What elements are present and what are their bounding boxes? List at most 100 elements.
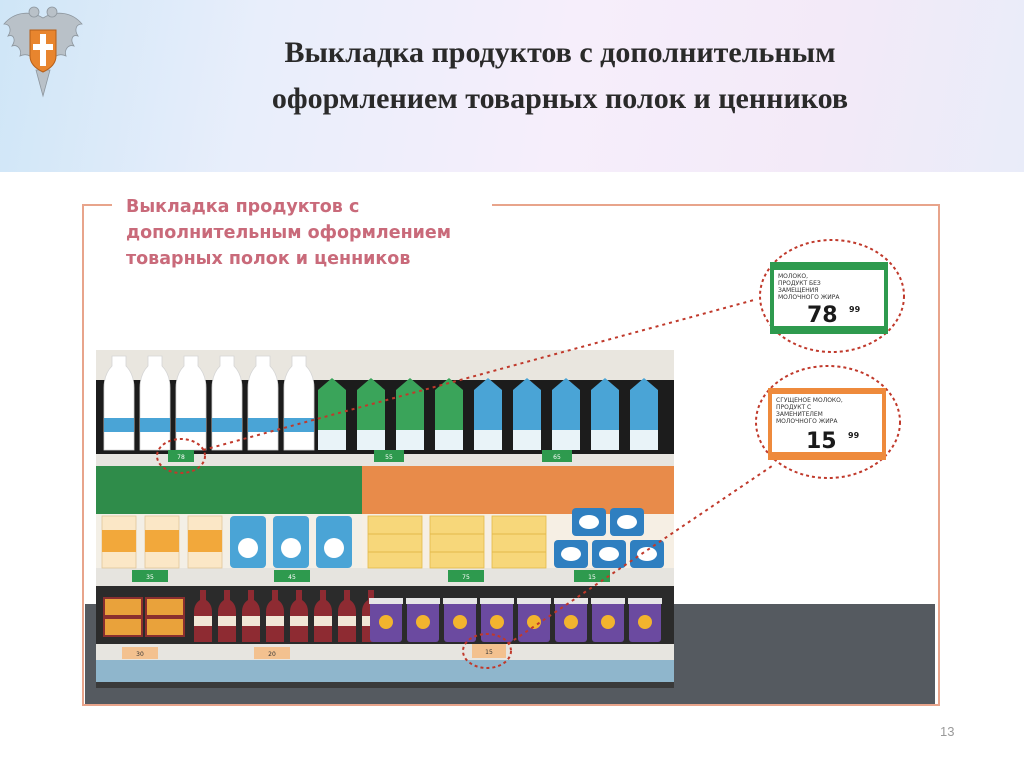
shelf-tag-mid-3: 75 — [448, 570, 484, 582]
callout-milk-tag-body — [774, 270, 884, 326]
shelf-tag-mid-4: 15 — [574, 570, 610, 582]
drink-bottle-label — [266, 616, 284, 626]
coat-of-arms-emblem — [3, 6, 83, 98]
shelf-tag-top-1-price: 78 — [177, 454, 185, 461]
milk-bottle-label — [176, 418, 206, 432]
milk-carton-label — [630, 430, 658, 450]
condensed-milk-label — [638, 615, 652, 629]
condensed-milk-lid — [517, 598, 551, 604]
shelf-tag-mid-1: 35 — [132, 570, 168, 582]
condensed-milk-label — [527, 615, 541, 629]
slide-title-line-1: Выкладка продуктов с дополнительным — [284, 36, 836, 69]
cheese-tub-label — [561, 547, 581, 561]
cheese-box — [103, 597, 143, 617]
figure-frame — [82, 204, 940, 706]
callout-milk-line-3: ЗАМЕЩЕНИЯ — [778, 287, 818, 294]
shelf-tag-top-2-price: 55 — [385, 454, 393, 461]
cheese-tub-label — [599, 547, 619, 561]
yogurt-jar-label — [238, 538, 258, 558]
condensed-milk-label — [379, 615, 393, 629]
figure-title-line-2: дополнительным оформлением — [126, 223, 452, 243]
shelf-tag-bottom-3-price: 15 — [485, 649, 493, 656]
cartons-group — [318, 378, 658, 450]
condensed-milk-label — [416, 615, 430, 629]
drink-bottle-label — [290, 616, 308, 626]
callout-condensed-tag-body — [772, 394, 882, 452]
milk-bottles-group — [103, 355, 315, 451]
shelf-tag-mid-4-price: 15 — [588, 574, 596, 581]
figure-frame-top-left — [82, 204, 112, 206]
figure-title-line-1: Выкладка продуктов с — [126, 197, 360, 217]
milk-bottle — [139, 355, 171, 451]
cheese-tub-label — [637, 547, 657, 561]
shelf-plinth — [96, 682, 674, 688]
milk-carton-label — [591, 430, 619, 450]
butter-pack — [491, 515, 547, 569]
condensed-milk-lid — [591, 598, 625, 604]
shelf-tag-top-3-price: 65 — [553, 454, 561, 461]
condensed-milk-label — [601, 615, 615, 629]
shelf-row-2-edge — [96, 568, 674, 586]
callout-milk-price-tag: МОЛОКО, ПРОДУКТ БЕЗ ЗАМЕЩЕНИЯ МОЛОЧНОГО … — [759, 239, 905, 353]
milk-bottle-label — [248, 418, 278, 432]
milk-carton-label — [435, 430, 463, 450]
condensed-milk-lid — [369, 598, 403, 604]
figure-title: Выкладка продуктов с дополнительным офор… — [126, 194, 546, 272]
drink-bottle-label — [218, 616, 236, 626]
butter-pack — [429, 515, 485, 569]
kefir-box-label — [102, 530, 136, 552]
shelf-tag-top-1: 78 — [168, 450, 194, 462]
condensed-milk-lid — [628, 598, 662, 604]
milk-carton-label — [357, 430, 385, 450]
cheese-box — [145, 617, 185, 637]
callout-milk-price: 78 — [807, 303, 838, 328]
cheese-box — [145, 597, 185, 617]
callout-milk-line-2: ПРОДУКТ БЕЗ — [778, 280, 821, 287]
milk-carton-label — [513, 430, 541, 450]
shelf-tag-mid-2-price: 45 — [288, 574, 296, 581]
figure-frame-top-right — [492, 204, 938, 206]
drink-bottle-label — [242, 616, 260, 626]
callout-condensed-price-tag: СГУЩЕНОЕ МОЛОКО, ПРОДУКТ С ЗАМЕНИТЕЛЕМ М… — [755, 365, 901, 479]
shelf-tag-bottom-2: 20 — [254, 647, 290, 659]
milk-bottle — [103, 355, 135, 451]
shelf-base — [96, 660, 674, 682]
drink-bottle-label — [194, 616, 212, 626]
slide-title-line-2: оформлением товарных полок и ценников — [271, 82, 849, 115]
cheese-tub-label — [579, 515, 599, 529]
shelf-tag-mid-3-price: 75 — [462, 574, 470, 581]
callout-condensed-price: 15 — [806, 429, 837, 454]
milk-carton-label — [318, 430, 346, 450]
yogurt-jar-label — [281, 538, 301, 558]
callout-condensed-cents: 99 — [848, 431, 860, 440]
slide-title: Выкладка продуктов с дополнительным офор… — [150, 30, 970, 122]
condensed-milk-label — [564, 615, 578, 629]
cheese-box — [103, 617, 143, 637]
milk-bottle-label — [104, 418, 134, 432]
condensed-milk-lid — [554, 598, 588, 604]
milk-bottle-label — [140, 418, 170, 432]
milk-bottle — [211, 355, 243, 451]
milk-bottle-label — [284, 418, 314, 432]
condensed-milk-label — [453, 615, 467, 629]
kefir-box-label — [145, 530, 179, 552]
milk-carton-label — [552, 430, 580, 450]
shelf-illustration: Выкладка продуктов с дополнительным офор… — [82, 197, 940, 712]
condensed-milk-lid — [443, 598, 477, 604]
shelf-tag-mid-1-price: 35 — [146, 574, 154, 581]
row-3-products-group — [103, 590, 662, 642]
drink-bottle-label — [314, 616, 332, 626]
figure-title-line-3: товарных полок и ценников — [126, 249, 411, 269]
milk-bottle — [175, 355, 207, 451]
milk-bottle-label — [212, 418, 242, 432]
condensed-milk-lid — [480, 598, 514, 604]
shelf-drawing: 78 55 65 35 45 75 15 30 — [85, 239, 935, 704]
milk-carton-label — [396, 430, 424, 450]
condensed-milk-label — [490, 615, 504, 629]
shelf-tag-top-2: 55 — [374, 450, 404, 462]
milk-bottle — [283, 355, 315, 451]
butter-pack — [367, 515, 423, 569]
row-2-products-group — [101, 508, 664, 569]
shelf-tag-bottom-3: 15 — [472, 644, 506, 658]
shelf-tag-bottom-2-price: 20 — [268, 651, 276, 658]
